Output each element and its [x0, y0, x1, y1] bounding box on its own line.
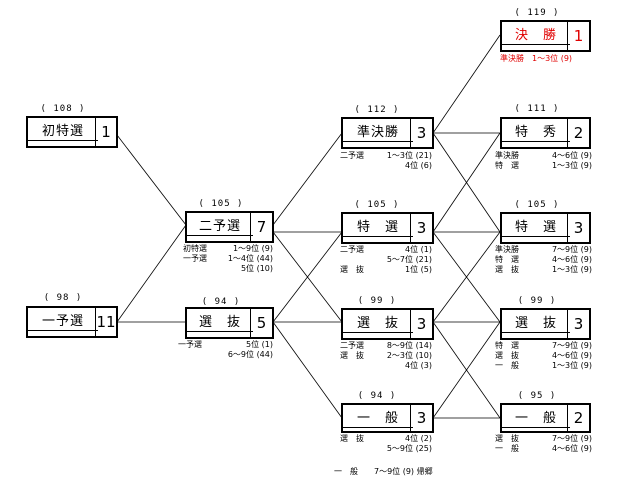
race-capacity: ( 99 )	[517, 296, 557, 306]
race-name: 特 選	[502, 214, 570, 237]
race-capacity: ( 108 )	[40, 104, 86, 114]
race-box-selection: 選 抜 3	[500, 308, 591, 340]
race-name: 二予選	[187, 213, 253, 236]
race-capacity: ( 94 )	[357, 391, 397, 401]
race-rank: 11	[95, 308, 116, 336]
race-capacity: ( 105 )	[514, 200, 560, 210]
race-box-selection: 選 抜 5	[185, 307, 274, 339]
footer-note: 一 般 7～9位 (9) 帰郷	[334, 467, 433, 476]
race-rank: 1	[567, 22, 589, 50]
race-box-first-qualifier: 一予選 11	[26, 306, 118, 338]
race-capacity: ( 99 )	[357, 296, 397, 306]
race-box-general: 一 般 2	[500, 403, 591, 433]
race-rank: 3	[410, 214, 432, 242]
race-rank: 2	[567, 405, 589, 431]
race-rank: 5	[250, 309, 272, 337]
race-rank: 2	[567, 119, 589, 147]
race-box-general: 一 般 3	[341, 403, 434, 433]
race-capacity: ( 111 )	[514, 104, 560, 114]
race-rank: 3	[410, 119, 432, 147]
race-name: 一 般	[502, 405, 570, 428]
race-capacity: ( 98 )	[43, 293, 83, 303]
race-name: 選 抜	[502, 310, 570, 333]
race-rank: 7	[250, 213, 272, 241]
race-name: 特 秀	[502, 119, 570, 142]
race-capacity: ( 112 )	[354, 105, 400, 115]
race-name: 決 勝	[502, 22, 570, 45]
race-name: 一 般	[343, 405, 413, 428]
race-box-first-special: 初特選 1	[26, 116, 118, 148]
race-note: 準決勝 1～3位 (9)	[500, 54, 573, 63]
race-box-selection: 選 抜 3	[341, 308, 434, 340]
race-name: 特 選	[343, 214, 413, 237]
race-name: 選 抜	[343, 310, 413, 333]
race-capacity: ( 119 )	[514, 8, 560, 18]
race-box-final: 決 勝 1	[500, 20, 591, 52]
race-name: 初特選	[28, 118, 98, 141]
race-name: 一予選	[28, 308, 98, 331]
race-box-second-qualifier: 二予選 7	[185, 211, 274, 243]
race-name: 選 抜	[187, 309, 253, 332]
race-capacity: ( 94 )	[201, 297, 241, 307]
race-name: 準決勝	[343, 119, 413, 142]
race-rank: 3	[567, 310, 589, 338]
race-box-special: 特 選 3	[341, 212, 434, 244]
race-box-semifinal: 準決勝 3	[341, 117, 434, 149]
race-rank: 3	[410, 405, 432, 431]
race-box-special-excellent: 特 秀 2	[500, 117, 591, 149]
race-capacity: ( 105 )	[198, 199, 244, 209]
race-box-special: 特 選 3	[500, 212, 591, 244]
race-capacity: ( 95 )	[517, 391, 557, 401]
race-rank: 1	[95, 118, 116, 146]
race-capacity: ( 105 )	[354, 200, 400, 210]
race-rank: 3	[567, 214, 589, 242]
race-rank: 3	[410, 310, 432, 338]
